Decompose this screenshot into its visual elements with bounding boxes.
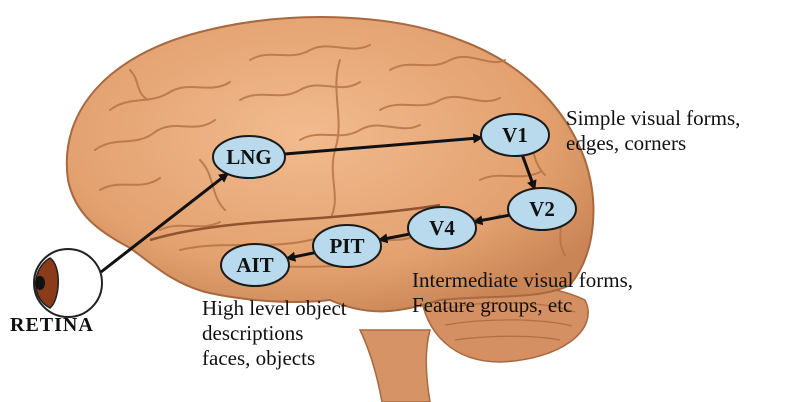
node-ait: AIT bbox=[221, 244, 289, 286]
annotation-simple-line2: edges, corners bbox=[566, 131, 740, 156]
eye-icon bbox=[34, 249, 102, 317]
annotation-intermediate-line2: Feature groups, etc bbox=[412, 293, 633, 318]
annotation-simple-line1: Simple visual forms, bbox=[566, 106, 740, 131]
node-v2: V2 bbox=[508, 188, 576, 230]
annotation-high-level: High level object descriptions faces, ob… bbox=[202, 296, 347, 371]
annotation-high-line2: descriptions bbox=[202, 321, 347, 346]
node-pit-label: PIT bbox=[329, 234, 364, 258]
retina-label: RETINA bbox=[10, 314, 94, 337]
node-pit: PIT bbox=[313, 225, 381, 267]
node-ait-label: AIT bbox=[236, 253, 273, 277]
annotation-simple: Simple visual forms, edges, corners bbox=[566, 106, 740, 156]
annotation-intermediate-line1: Intermediate visual forms, bbox=[412, 268, 633, 293]
node-v2-label: V2 bbox=[529, 197, 555, 221]
annotation-high-line1: High level object bbox=[202, 296, 347, 321]
annotation-high-line3: faces, objects bbox=[202, 346, 347, 371]
node-v4: V4 bbox=[408, 207, 476, 249]
node-v1: V1 bbox=[481, 114, 549, 156]
node-v4-label: V4 bbox=[429, 216, 455, 240]
node-lng-label: LNG bbox=[226, 145, 272, 169]
node-lng: LNG bbox=[213, 136, 285, 178]
node-v1-label: V1 bbox=[502, 123, 528, 147]
brainstem bbox=[360, 330, 430, 402]
annotation-intermediate: Intermediate visual forms, Feature group… bbox=[412, 268, 633, 318]
